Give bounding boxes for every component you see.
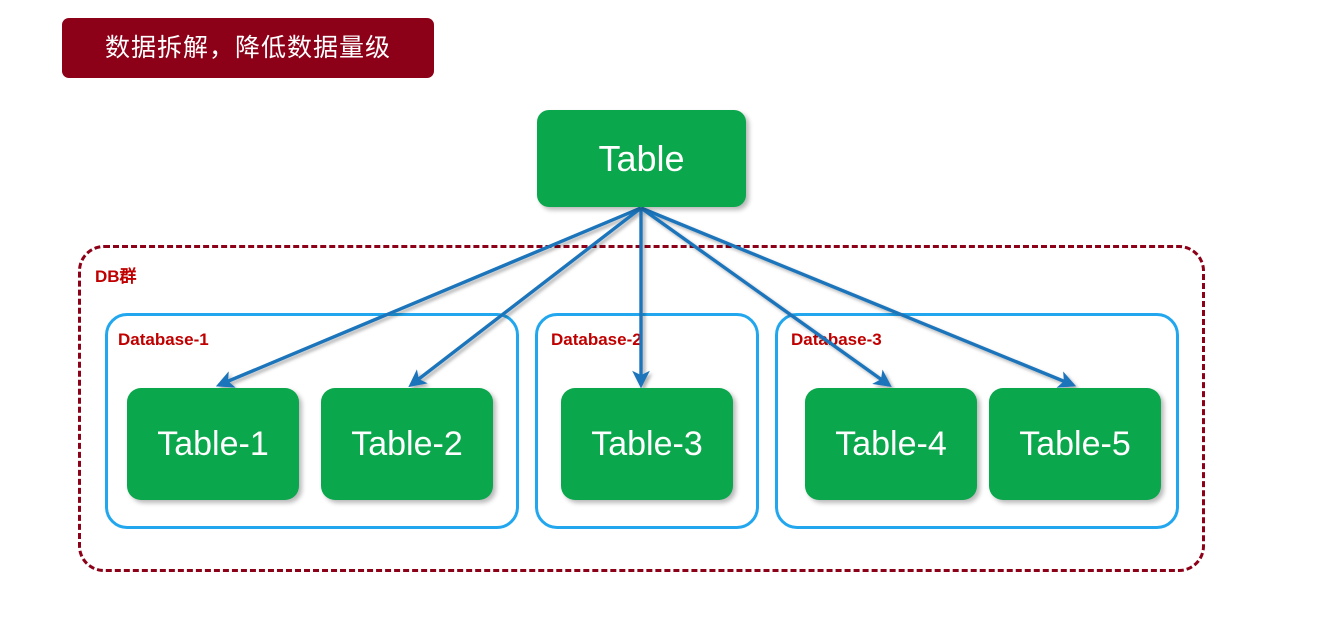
node-table-root-label: Table [598, 137, 685, 179]
title-banner-text: 数据拆解，降低数据量级 [104, 33, 391, 62]
title-banner: 数据拆解，降低数据量级 [62, 18, 434, 78]
node-table-5-label: Table-5 [1019, 425, 1131, 463]
database-label-3: Database-3 [791, 330, 882, 349]
database-label-2: Database-2 [551, 330, 642, 349]
database-label-1: Database-1 [118, 330, 209, 349]
node-table-5[interactable]: Table-5 [989, 388, 1161, 500]
node-table-root[interactable]: Table [537, 110, 746, 207]
node-table-1[interactable]: Table-1 [127, 388, 299, 500]
node-table-2[interactable]: Table-2 [321, 388, 493, 500]
node-table-1-label: Table-1 [157, 425, 269, 463]
node-table-3-label: Table-3 [591, 425, 703, 463]
node-table-4-label: Table-4 [835, 425, 947, 463]
node-table-3[interactable]: Table-3 [561, 388, 733, 500]
db-group-label: DB群 [95, 267, 137, 286]
node-table-2-label: Table-2 [351, 425, 463, 463]
node-table-4[interactable]: Table-4 [805, 388, 977, 500]
